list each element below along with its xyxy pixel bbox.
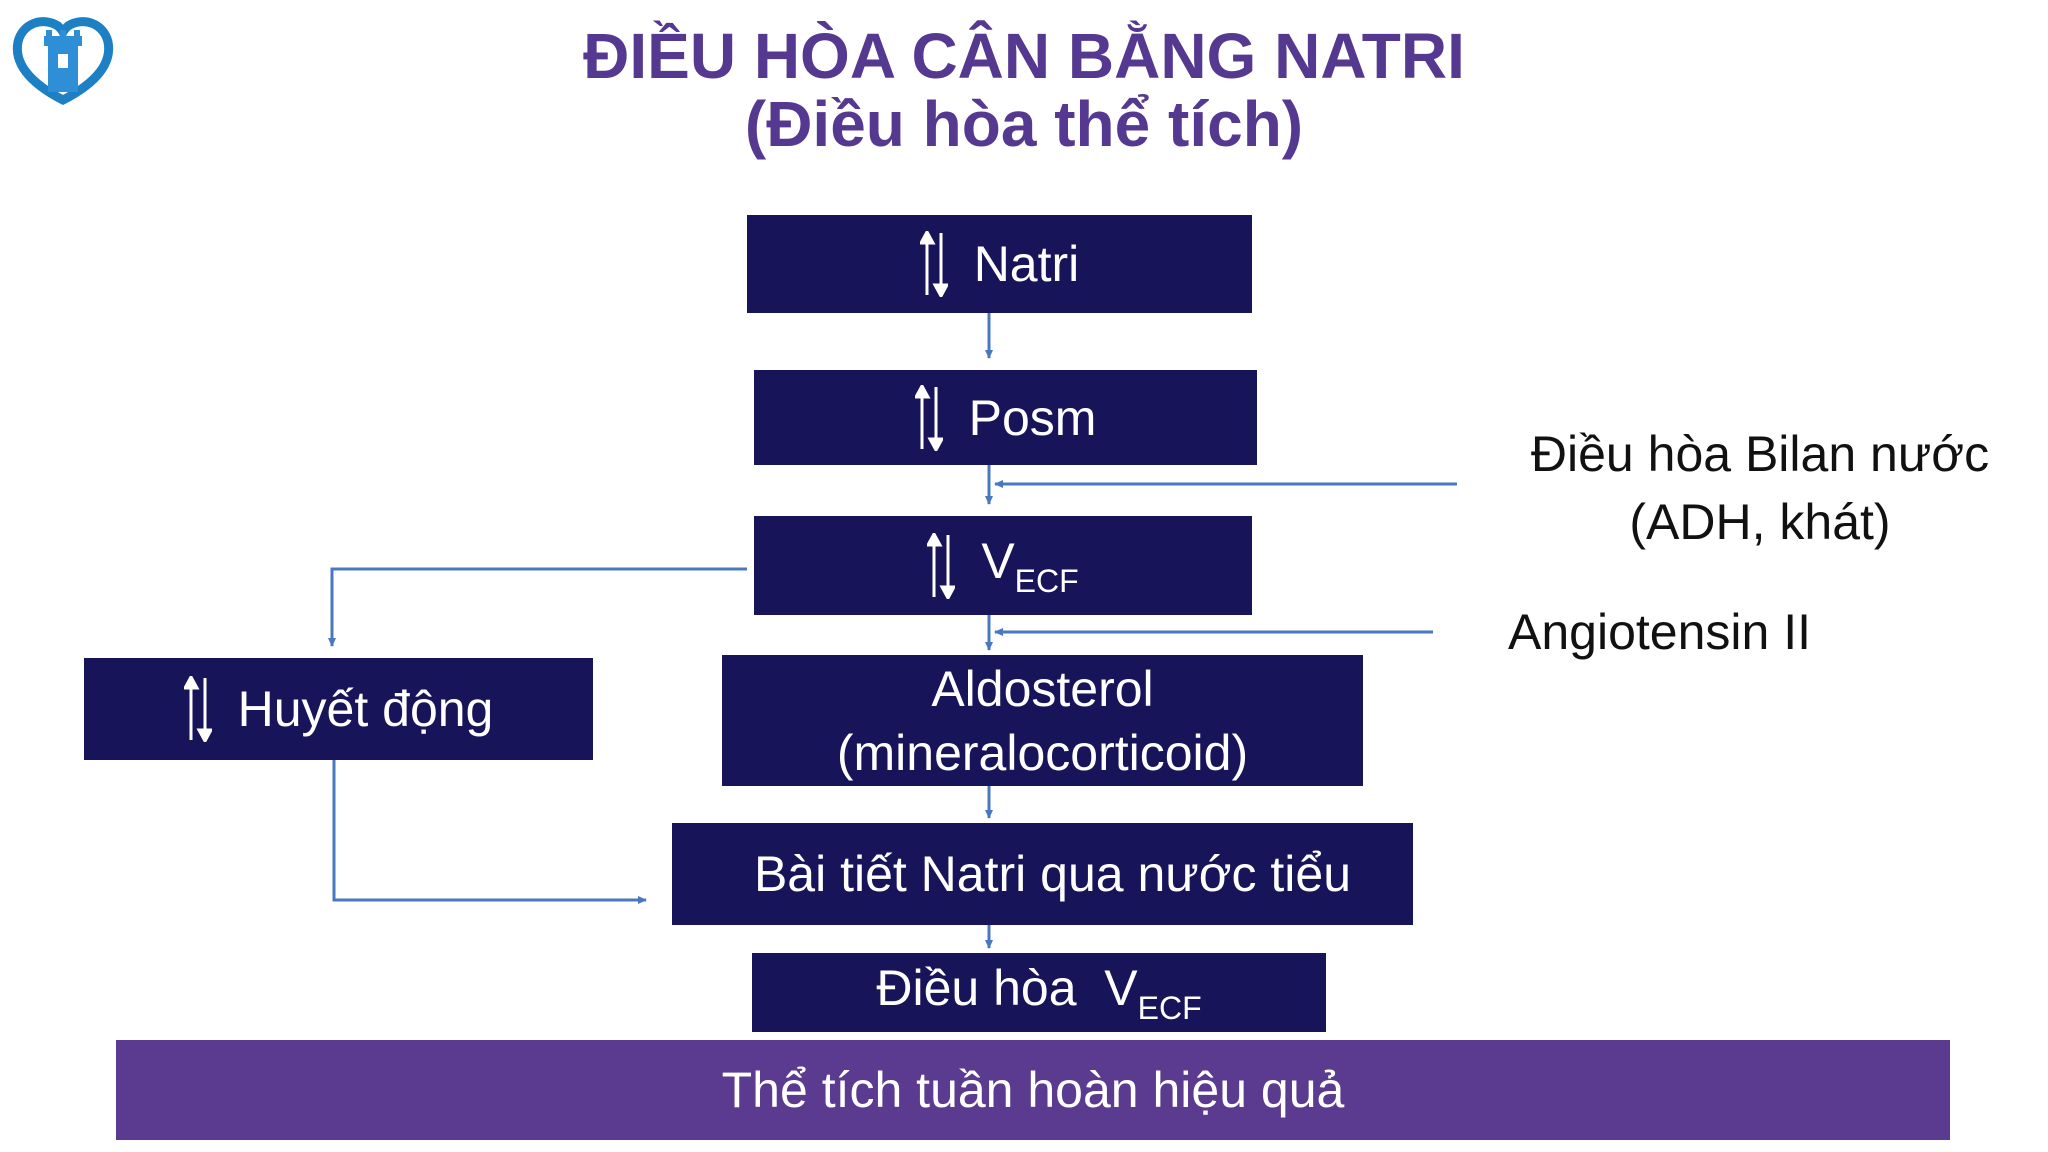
up-down-arrows-icon <box>914 384 943 451</box>
hospital-tower-logo <box>12 17 114 106</box>
up-down-arrows-icon <box>927 532 956 599</box>
natri-label: Natri <box>973 236 1080 292</box>
water-balance-label: Điều hòa Bilan nước (ADH, khát) <box>1530 426 1990 550</box>
aldosterol-label: Aldosterol (mineralocorticoid) <box>836 660 1249 781</box>
hemodynamic-label: Huyết động <box>237 681 494 737</box>
page-title: ĐIỀU HÒA CÂN BẰNG NATRI <box>583 20 1465 92</box>
vecf-label: VECF <box>981 532 1079 599</box>
excretion-box: Bài tiết Natri qua nước tiểu <box>672 823 1413 925</box>
page-subtitle: (Điều hòa thể tích) <box>744 88 1304 160</box>
regulation-box: Điều hòa VECF <box>752 953 1326 1032</box>
effective-circulating-volume-bar: Thể tích tuần hoàn hiệu quả <box>116 1040 1950 1140</box>
excretion-label: Bài tiết Natri qua nước tiểu <box>753 846 1352 902</box>
arrow-vecf-hemodynamic <box>328 567 747 647</box>
aldosterol-box: Aldosterol (mineralocorticoid) <box>722 655 1363 786</box>
footer-label: Thể tích tuần hoàn hiệu quả <box>721 1062 1345 1118</box>
posm-label: Posm <box>968 389 1097 446</box>
hemodynamic-box: Huyết động <box>84 658 593 760</box>
angiotensin-label: Angiotensin II <box>1508 604 1811 660</box>
up-down-arrows-icon <box>919 231 948 297</box>
posm-box: Posm <box>754 370 1257 465</box>
arrow-hemodynamic-excretion <box>332 760 647 904</box>
natri-box: Natri <box>747 215 1252 313</box>
regulation-label: Điều hòa VECF <box>876 959 1202 1026</box>
up-down-arrows-icon <box>183 676 212 742</box>
vecf-box: VECF <box>754 516 1252 615</box>
